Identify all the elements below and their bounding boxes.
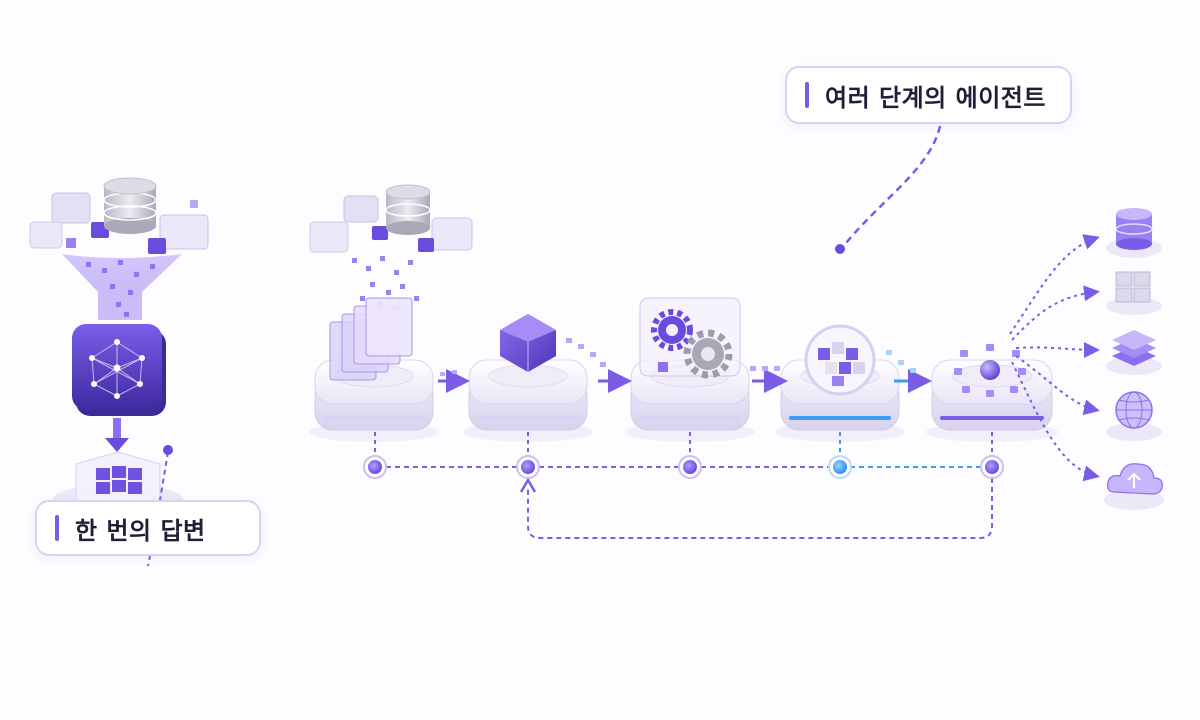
single-answer-label: 한 번의 답변 — [75, 516, 206, 545]
single-answer-connector — [147, 445, 173, 567]
control-panel-icon — [954, 344, 1026, 397]
gears-icon — [639, 297, 741, 379]
cube-blocks-icon — [1106, 271, 1162, 315]
multi-step-agent-callout: 여러 단계의 에이전트 — [785, 66, 1072, 124]
multi-step-agent-label: 여러 단계의 에이전트 — [825, 83, 1046, 112]
cloud-icon — [1104, 463, 1164, 510]
neural-network-chip-icon — [72, 324, 166, 416]
timeline-node — [363, 455, 387, 479]
database-icon — [1106, 208, 1162, 258]
timeline — [363, 432, 1004, 539]
stage1-source-blocks — [309, 184, 473, 253]
pipeline — [309, 184, 1164, 539]
callout-accent-bar — [55, 515, 59, 541]
down-arrow-icon — [105, 418, 129, 452]
multi-step-connector — [835, 125, 942, 254]
stage-platform — [463, 359, 593, 442]
source-blocks — [29, 192, 209, 254]
document-stack-icon — [329, 297, 413, 381]
cube-grid-icon — [804, 324, 876, 396]
flow-arrows — [438, 338, 932, 393]
timeline-node — [828, 455, 852, 479]
data-funnel — [62, 254, 182, 320]
crystal-icon — [500, 314, 556, 372]
globe-icon — [1106, 391, 1162, 441]
data-particles — [86, 260, 155, 317]
callout-accent-bar — [805, 82, 809, 108]
output-branches — [1009, 234, 1100, 482]
timeline-node — [516, 455, 540, 479]
timeline-node — [678, 455, 702, 479]
database-cylinder — [103, 177, 157, 234]
timeline-node — [980, 455, 1004, 479]
single-answer-illustration — [29, 177, 209, 567]
single-answer-callout: 한 번의 답변 — [35, 500, 261, 556]
layers-icon — [1106, 330, 1162, 375]
